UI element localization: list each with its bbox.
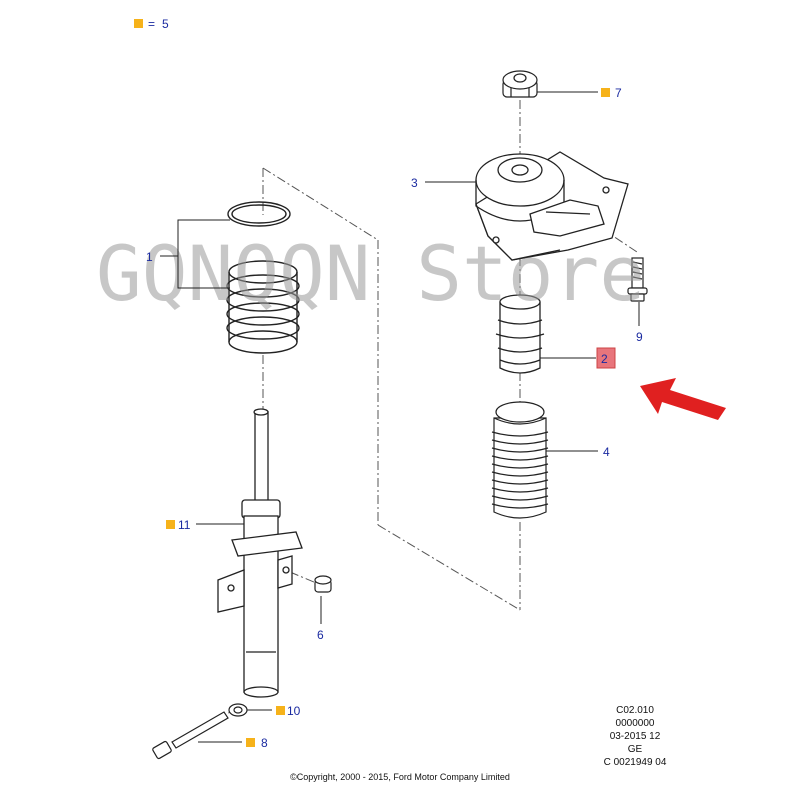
callout-1: 1	[146, 250, 153, 264]
drawing-number: 0000000	[615, 718, 655, 729]
strut-top-mount	[475, 151, 629, 261]
callout-9: 9	[636, 330, 643, 344]
callout-8: 8	[261, 736, 268, 750]
callout-highlight-box	[596, 347, 616, 369]
leader-line	[177, 219, 230, 256]
legend-marker-icon	[134, 19, 143, 28]
bump-stop	[495, 294, 545, 374]
legend: = 5	[134, 17, 169, 31]
drawing-info: C02.010 0000000 03-2015 12 GE C 0021949 …	[598, 704, 672, 769]
callout-marker-icon	[246, 738, 255, 747]
assembly-line	[377, 524, 521, 611]
pinch-bolt	[152, 711, 229, 760]
drawing-id: C 0021949 04	[603, 757, 667, 768]
copyright-notice: ©Copyright, 2000 - 2015, Ford Motor Comp…	[290, 772, 510, 782]
store-watermark: GQNQQN Store	[96, 229, 645, 318]
callout-4: 4	[603, 445, 610, 459]
callout-marker-icon	[276, 706, 285, 715]
lower-nut	[314, 575, 332, 593]
leader-line	[177, 256, 230, 289]
top-nut	[502, 70, 538, 98]
highlight-arrow-icon	[640, 378, 726, 420]
assembly-line	[262, 167, 379, 241]
mount-bolt	[627, 257, 648, 302]
callout-10: 10	[287, 704, 301, 718]
callout-markers	[166, 88, 616, 747]
callout-11: 11	[178, 518, 191, 532]
dust-boot	[491, 401, 549, 519]
callout-6: 6	[317, 628, 324, 642]
callout-3: 3	[411, 176, 418, 190]
shock-absorber	[217, 408, 303, 698]
washer	[228, 703, 248, 717]
drawing-region: GE	[627, 744, 643, 755]
callout-marker-icon	[166, 520, 175, 529]
drawing-code: C02.010	[616, 705, 654, 716]
coil-spring	[226, 201, 300, 354]
leader-lines	[160, 91, 640, 743]
legend-number: 5	[162, 17, 169, 31]
drawing-date: 03-2015 12	[609, 731, 661, 742]
legend-symbol: =	[148, 17, 155, 31]
assembly-line	[289, 571, 322, 586]
callout-marker-icon	[601, 88, 610, 97]
callout-7: 7	[615, 86, 622, 100]
callout-2: 2	[601, 352, 608, 366]
